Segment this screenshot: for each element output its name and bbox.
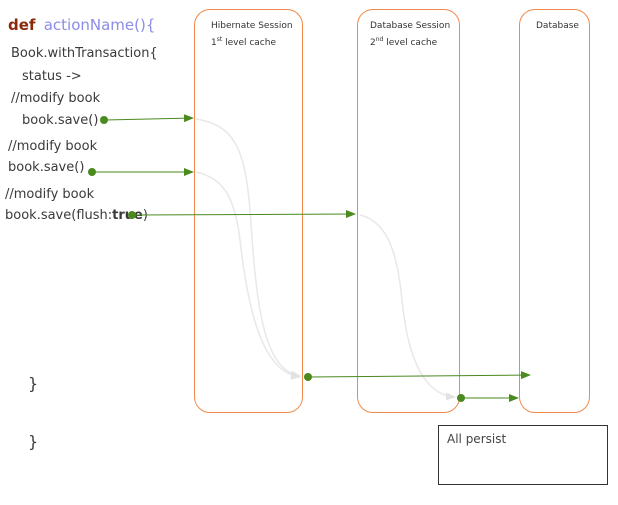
code-save-3-value: true: [112, 208, 143, 223]
all-persist-text: All persist: [447, 432, 507, 446]
hibernate-session-label: Hibernate Session: [211, 21, 293, 31]
transaction-end-arrow: [307, 371, 531, 380]
save3-dot: [128, 211, 136, 219]
save3-flush-arrow: [131, 210, 356, 219]
code-close-outer: }: [28, 432, 39, 451]
save1-arrow: [103, 114, 194, 123]
code-comment-3: //modify book: [5, 187, 95, 202]
commit-dot: [457, 394, 465, 402]
transaction-end-dot: [304, 373, 312, 381]
code-save-3-prefix: book.save(flush:: [5, 208, 113, 223]
all-persist-note: All persist: [438, 425, 608, 485]
save1-dot: [100, 116, 108, 124]
code-close-inner: }: [28, 374, 39, 393]
save2-dot: [88, 168, 96, 176]
code-comment-2: //modify book: [8, 139, 98, 154]
code-def-line: def actionName(){: [8, 16, 155, 34]
code-save-1: book.save(): [22, 113, 99, 128]
flow-curve-save1-to-flush: [195, 118, 301, 379]
database-cache-label: 2nd level cache: [370, 36, 438, 48]
code-status-param: status ->: [22, 69, 82, 84]
code-save-2: book.save(): [8, 160, 85, 175]
code-method-name: actionName(){: [43, 16, 156, 34]
database-session-label: Database Session: [370, 21, 451, 31]
code-save-3: book.save(flush:true): [5, 208, 148, 223]
code-keyword: def: [8, 16, 36, 34]
lane-hibernate-session: [194, 9, 303, 413]
lane-hibernate-session-title: Hibernate Session 1st level cache: [211, 19, 293, 50]
flow-curve-db-session-to-commit: [359, 214, 456, 401]
database-label: Database: [536, 21, 579, 31]
lane-database-session-title: Database Session 2nd level cache: [370, 19, 450, 50]
lane-database: [519, 9, 590, 413]
hibernate-cache-label: 1st level cache: [211, 36, 276, 48]
code-save-3-suffix: ): [142, 208, 148, 223]
code-comment-1: //modify book: [11, 91, 101, 106]
flow-curve-save2-to-flush: [195, 171, 301, 380]
lane-database-session: [357, 9, 460, 413]
lane-database-title: Database: [536, 19, 579, 33]
code-with-transaction: Book.withTransaction{: [11, 46, 158, 61]
